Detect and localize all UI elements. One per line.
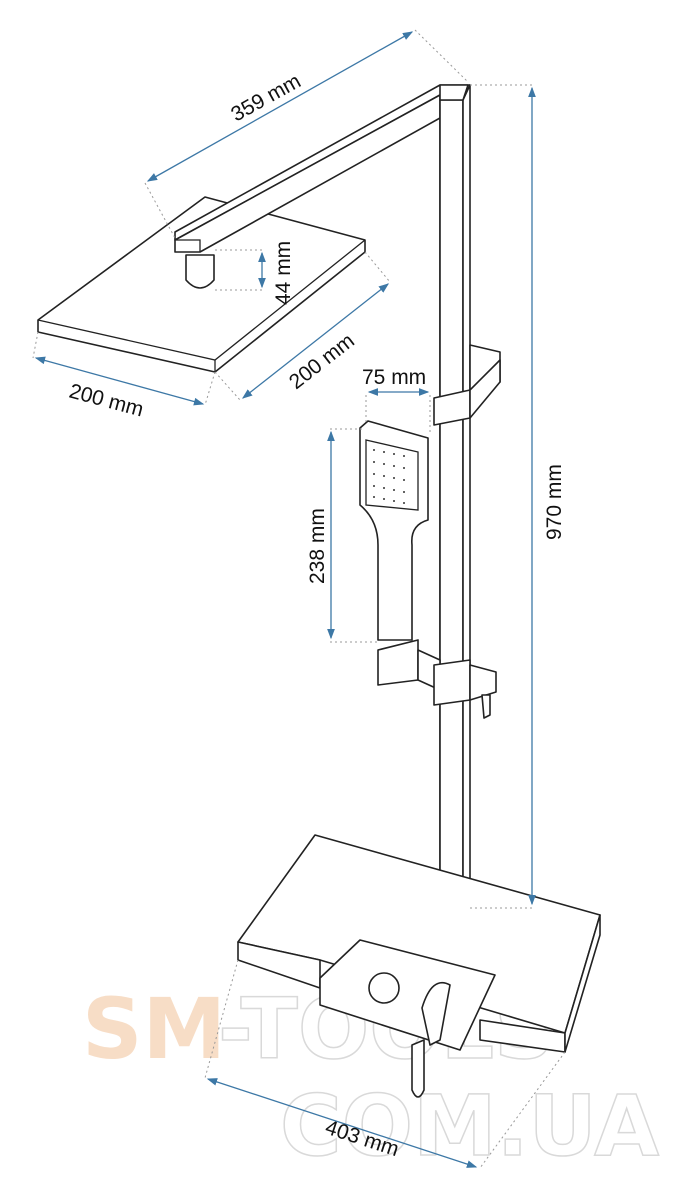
label-arm-length: 359 mm xyxy=(227,69,304,126)
dimension-lines xyxy=(32,29,566,1169)
shower-connector xyxy=(185,254,215,289)
label-hand-shower-width: 75 mm xyxy=(362,366,426,389)
label-column-height: 970 mm xyxy=(543,464,566,540)
label-head-width: 200 mm xyxy=(67,380,146,422)
hand-shower xyxy=(359,420,497,719)
slider-bracket xyxy=(433,344,501,426)
spray-nozzles xyxy=(373,449,405,504)
diverter-knob xyxy=(368,972,400,1004)
spout xyxy=(411,1039,425,1098)
label-connector-height: 44 mm xyxy=(272,241,295,305)
watermark-sm: SM xyxy=(82,980,226,1078)
mixer-lever xyxy=(421,981,451,1046)
label-hand-shower-length: 238 mm xyxy=(306,508,329,584)
shelf-mixer xyxy=(237,834,601,1098)
rain-shower-head xyxy=(37,196,366,373)
label-head-depth: 200 mm xyxy=(285,329,359,394)
